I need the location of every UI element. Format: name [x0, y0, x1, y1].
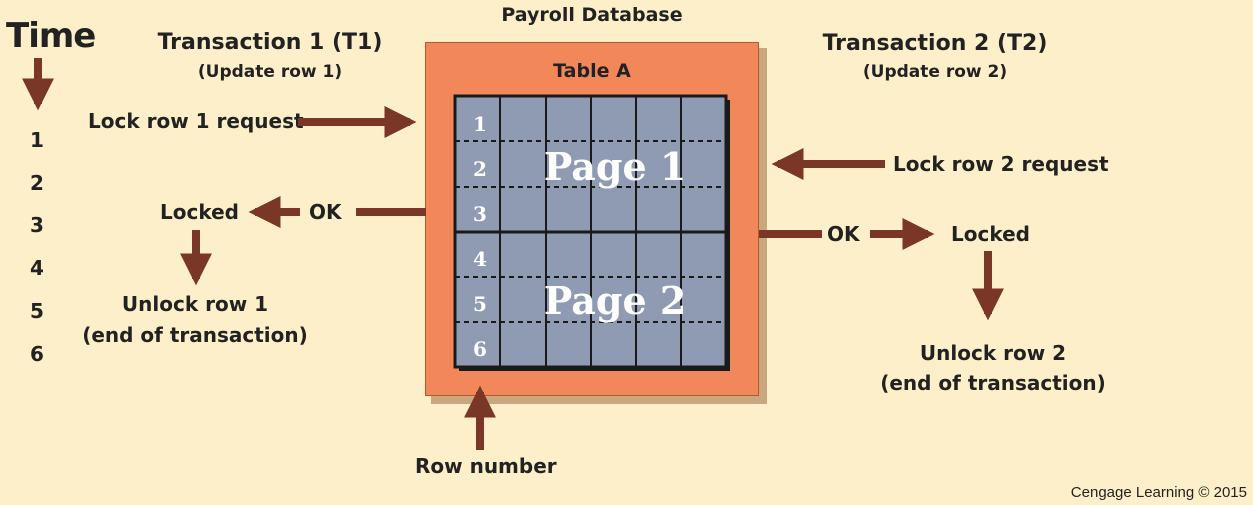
time-tick: 2 [30, 171, 44, 195]
t1-title: Transaction 1 (T1) [157, 30, 383, 55]
time-title: Time [6, 16, 96, 56]
grid-row-lines [455, 140, 726, 323]
time-tick: 5 [30, 299, 44, 323]
t2-title: Transaction 2 (T2) [822, 31, 1048, 56]
time-tick: 3 [30, 213, 44, 237]
table-grid: 1 2 3 4 5 6 Page 1 Page 2 [453, 94, 730, 371]
t1-lock-request: Lock row 1 request [88, 109, 304, 133]
t1-unlock: Unlock row 1 [121, 292, 269, 316]
t2-unlock-note: (end of transaction) [880, 371, 1106, 395]
page1-label: Page 1 [544, 144, 687, 189]
time-tick: 6 [30, 342, 44, 366]
time-tick: 1 [30, 128, 44, 152]
row-number: 3 [473, 202, 487, 226]
row-number: 2 [473, 157, 487, 181]
credit: Cengage Learning © 2015 [1070, 484, 1247, 501]
t2-ok: OK [827, 222, 860, 246]
row-number: 1 [473, 112, 487, 136]
row-number: 6 [473, 337, 487, 361]
row-number-label: Row number [415, 454, 557, 478]
t1-unlock-note: (end of transaction) [82, 323, 308, 347]
t2-lock-request: Lock row 2 request [893, 152, 1109, 176]
row-number: 4 [473, 247, 487, 271]
page2-label: Page 2 [544, 278, 687, 323]
t2-locked: Locked [951, 222, 1030, 246]
t2-subtitle: (Update row 2) [862, 62, 1008, 82]
row-number: 5 [473, 292, 487, 316]
database-title: Payroll Database [501, 4, 683, 26]
t1-locked: Locked [160, 200, 239, 224]
time-tick: 4 [30, 256, 44, 280]
table-title: Table A [553, 60, 631, 82]
t2-unlock: Unlock row 2 [919, 341, 1067, 365]
t1-subtitle: (Update row 1) [197, 62, 343, 82]
t1-ok: OK [309, 200, 342, 224]
